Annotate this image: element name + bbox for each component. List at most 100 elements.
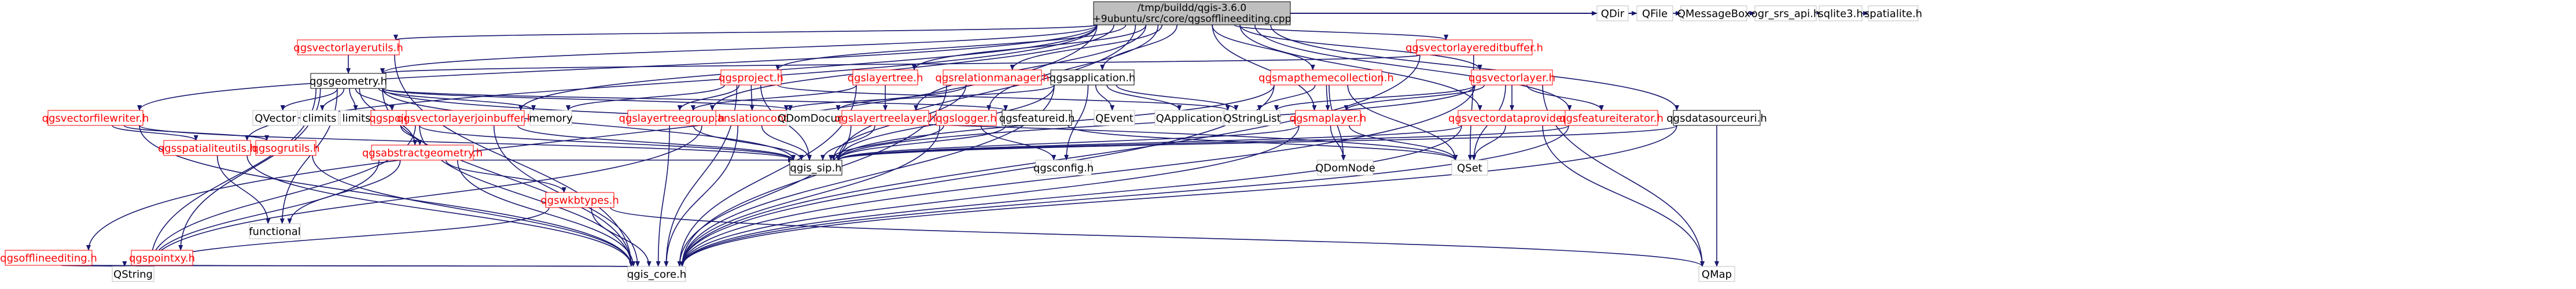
- edge-qgsspatialiteutils-to-functional: [216, 155, 271, 224]
- node-box: [1819, 5, 1863, 21]
- node-label: QSet: [1457, 162, 1482, 175]
- node-qgsvectorlayerutils[interactable]: qgsvectorlayerutils.h: [293, 39, 403, 55]
- edge-qgsvectorlayer-to-qgsfeatureiterator: [1526, 84, 1604, 111]
- node-label: QEvent: [1095, 113, 1134, 125]
- node-qgslayertreelayer[interactable]: qgslayertreelayer.h: [835, 110, 936, 126]
- node-label: qgsvectorfilewriter.h: [42, 113, 149, 125]
- node-label: qgsofflineediting.h: [0, 253, 97, 265]
- edge-qgsmapthemecollection-to-qgsmaplayer: [1325, 84, 1330, 111]
- node-spatialite: spatialite.h: [1864, 5, 1922, 21]
- edge-qgsrelationmanager-to-qgis_core: [680, 84, 947, 267]
- node-label: qgsfeatureiterator.h: [1559, 113, 1664, 125]
- node-box: [720, 69, 782, 86]
- node-qgsabstractgeometry[interactable]: qgsabstractgeometry.h: [362, 144, 483, 161]
- node-box: [371, 144, 474, 161]
- edge-root-to-qgsfeatureiterator: [1254, 24, 1572, 111]
- edge-qgsvectordataprovider-to-QSet: [1471, 125, 1506, 161]
- node-qgspointxy[interactable]: qgspointxy.h: [129, 250, 195, 266]
- node-box: [5, 250, 93, 266]
- node-box: [1035, 160, 1092, 176]
- node-root[interactable]: /tmp/buildd/qgis-3.6.0+9ubuntu/src/core/…: [1093, 1, 1291, 25]
- node-qgslogger[interactable]: qgslogger.h: [936, 110, 997, 126]
- node-box: [1698, 266, 1735, 282]
- edge-root-to-qgsproject: [775, 24, 1127, 71]
- node-label: sqlite3.h: [1818, 8, 1863, 20]
- node-qgsproject[interactable]: qgsproject.h: [719, 69, 783, 86]
- node-box: [255, 140, 317, 156]
- edge-root-to-qgsvectorlayerjoinbuffer: [518, 24, 1098, 111]
- node-box: [936, 110, 997, 126]
- node-box: [163, 140, 251, 156]
- node-qgsofflineediting[interactable]: qgsofflineediting.h: [0, 250, 97, 266]
- node-qgsvectorlayerjoinbuffer[interactable]: qgsvectorlayerjoinbuffer.h: [397, 110, 533, 126]
- node-box: [252, 110, 299, 126]
- node-label: QStringList: [1223, 113, 1280, 125]
- edge-qgslogger-to-qgis_sip: [829, 125, 944, 161]
- node-qgsapplication[interactable]: qgsapplication.h: [1050, 69, 1136, 86]
- node-box: [1295, 110, 1361, 126]
- node-qgsgeometry[interactable]: qgsgeometry.h: [310, 73, 387, 89]
- edge-qgslogger-to-qgis_core: [680, 125, 940, 267]
- node-label: ogr_srs_api.h: [1751, 8, 1820, 20]
- node-qgsrelationmanager[interactable]: qgsrelationmanager.h: [935, 69, 1050, 86]
- node-qgsvectorlayereditbuffer[interactable]: qgsvectorlayereditbuffer.h: [1405, 39, 1543, 55]
- edge-qgsgeometry-to-climits: [320, 88, 345, 111]
- edge-qgsapplication-to-QStringList: [1116, 84, 1239, 111]
- node-label: qgsrelationmanager.h: [935, 72, 1049, 84]
- node-label: QDir: [1601, 8, 1625, 20]
- node-label: qgsproject.h: [719, 72, 783, 84]
- node-box: [249, 223, 301, 239]
- node-label: functional: [249, 226, 301, 238]
- node-label: limits: [343, 113, 371, 125]
- edge-qgsvectordataprovider-to-QMap: [1542, 125, 1705, 267]
- node-qgis_sip[interactable]: qgis_sip.h: [789, 160, 842, 176]
- node-functional: functional: [249, 223, 301, 239]
- node-qgsfeatureiterator[interactable]: qgsfeatureiterator.h: [1559, 110, 1664, 126]
- edge-qgsdatasourceuri-to-qgis_core: [680, 125, 1677, 267]
- edge-qgsgeometry-to-limits: [349, 88, 358, 111]
- edge-qgsrelationmanager-to-QDomDocument: [836, 84, 967, 111]
- node-box: [1224, 110, 1280, 126]
- node-label: QFile: [1642, 8, 1668, 20]
- node-label: climits: [303, 113, 337, 125]
- node-qgsspatialiteutils[interactable]: qgsspatialiteutils.h: [158, 140, 256, 156]
- node-box: [1868, 5, 1919, 21]
- edge-qgsvectorlayerjoinbuffer-to-qgis_sip: [517, 125, 796, 161]
- edge-root-to-qgsvectorlayereditbuffer: [1234, 24, 1448, 40]
- node-qgsvectorlayer[interactable]: qgsvectorlayer.h: [1469, 69, 1555, 86]
- node-box: [1565, 110, 1658, 126]
- node-QString: QString: [112, 266, 154, 282]
- node-box: [1416, 39, 1533, 55]
- node-qgsogrutils[interactable]: qgsogrutils.h: [252, 140, 320, 156]
- node-qgsfeatureid[interactable]: qgsfeatureid.h: [999, 110, 1075, 126]
- node-box: [1317, 160, 1374, 176]
- edge-qgsmaplayer-to-qgis_sip: [836, 125, 1300, 161]
- edge-qgsproject-to-QStringList: [777, 84, 1230, 111]
- node-memory: memory: [529, 110, 573, 126]
- node-label: qgspointxy.h: [129, 253, 195, 265]
- edge-qgsvectorfilewriter-to-qgis_sip: [139, 125, 796, 161]
- node-qgslayertreegroup[interactable]: qgslayertreegroup.h: [619, 110, 725, 126]
- edge-qgsvectorlayer-to-qgis_core: [680, 84, 1475, 267]
- node-qgswkbtypes[interactable]: qgswkbtypes.h: [540, 192, 619, 208]
- node-qgsmaplayer[interactable]: qgsmaplayer.h: [1290, 110, 1367, 126]
- edge-root-to-qgsvectorfilewriter: [137, 24, 1098, 111]
- edge-qgsspatialiteutils-to-qgis_core: [246, 155, 634, 267]
- node-box: [1154, 110, 1224, 126]
- node-QDir: QDir: [1596, 5, 1629, 21]
- edge-qgswkbtypes-to-QString: [148, 207, 550, 267]
- edge-qgstranslationcontext-to-qgis_core: [664, 125, 739, 267]
- edge-qgsapplication-to-qgstranslationcontext: [783, 84, 1055, 111]
- node-label: qgswkbtypes.h: [540, 195, 619, 207]
- node-qgslayertree[interactable]: qgslayertree.h: [848, 69, 923, 86]
- node-qgsdatasourceuri[interactable]: qgsdatasourceuri.h: [1666, 110, 1767, 126]
- edge-qgspoint-to-qgis_sip: [419, 125, 796, 161]
- node-label: qgsabstractgeometry.h: [362, 147, 483, 160]
- node-qgsmapthemecollection[interactable]: qgsmapthemecollection.h: [1258, 69, 1394, 86]
- node-label: qgsmapthemecollection.h: [1258, 72, 1394, 84]
- node-qgsvectordataprovider[interactable]: qgsvectordataprovider.h: [1448, 110, 1576, 126]
- node-sqlite3: sqlite3.h: [1818, 5, 1863, 21]
- edge-qgsmaplayer-to-QSet: [1348, 125, 1458, 161]
- node-qgsvectorfilewriter[interactable]: qgsvectorfilewriter.h: [42, 110, 149, 126]
